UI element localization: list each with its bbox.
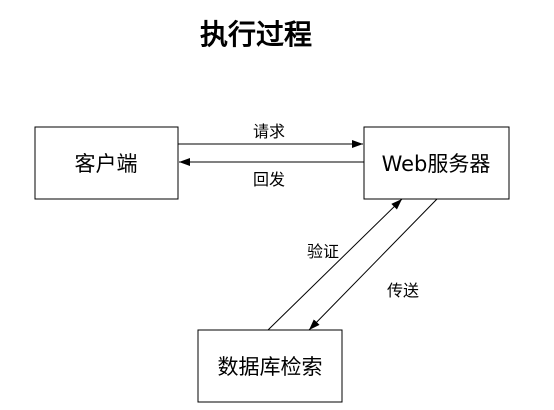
- db-search-node-label: 数据库检索: [218, 355, 323, 379]
- verify-arrow: [267, 198, 403, 331]
- web-server-node-label: Web服务器: [382, 152, 491, 176]
- client-node: 客户端: [34, 126, 179, 200]
- client-node-label: 客户端: [75, 152, 138, 176]
- db-search-node: 数据库检索: [197, 329, 343, 403]
- web-server-node: Web服务器: [363, 126, 510, 200]
- transmit-label: 传送: [387, 281, 419, 300]
- verify-label: 验证: [307, 242, 339, 261]
- request-label: 请求: [253, 122, 285, 141]
- transmit-arrow: [308, 198, 438, 331]
- page-title: 执行过程: [200, 18, 312, 51]
- response-label: 回发: [253, 170, 285, 189]
